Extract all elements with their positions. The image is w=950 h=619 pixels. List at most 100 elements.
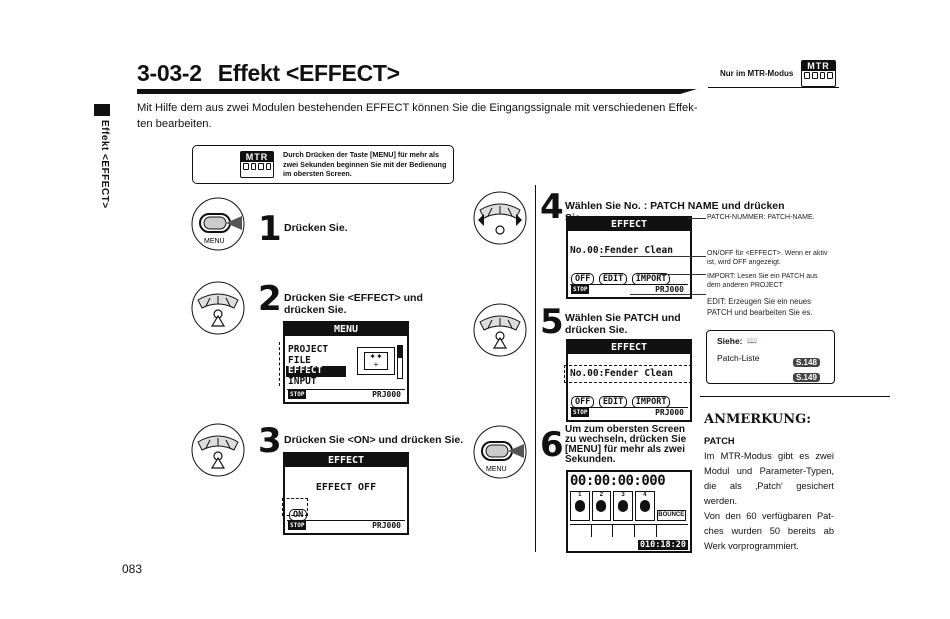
note-badge-tracks-icon <box>241 162 273 171</box>
track-meters: 1 2 3 4 BOUNCE <box>570 491 686 521</box>
step-1-text: Drücken Sie. <box>284 222 348 234</box>
stop-indicator: STOP <box>571 408 590 417</box>
step-3-number: 3 <box>258 421 282 461</box>
mtr-badge: MTR <box>801 60 836 87</box>
note-mtr-badge: MTR <box>240 151 274 178</box>
column-divider <box>535 185 536 552</box>
note-paragraph-1: Im MTR-Modus gibt es zwei Modul und Para… <box>704 451 834 506</box>
project-name: PRJ000 <box>372 521 401 530</box>
dial-press-icon <box>191 281 245 335</box>
menu-item-file: FILE <box>288 354 311 366</box>
annotation-import: IMPORT: Lesen Sie ein PATCH aus dem ande… <box>707 273 818 289</box>
note-box <box>192 145 454 184</box>
project-name: PRJ000 <box>655 408 684 417</box>
step-2-text: Drücken Sie <EFFECT> und drücken Sie. <box>284 292 423 316</box>
effect-off-title: EFFECT <box>285 454 407 467</box>
mode-rule <box>708 87 839 88</box>
menu-screen: MENU PROJECT FILE EFFECT INPUT ✦✦+ STOP … <box>283 321 409 404</box>
section-number: 3-03-2 <box>137 60 202 86</box>
note-rule <box>700 396 890 397</box>
menu-item-effect: EFFECT <box>286 365 346 377</box>
page-title: 3-03-2 Effekt <EFFECT> <box>137 60 400 87</box>
annotation-edit: EDIT: Erzeugen Sie ein neues PATCH und b… <box>707 297 813 317</box>
project-name: PRJ000 <box>372 390 401 399</box>
menu-key-icon: MENU <box>191 197 245 251</box>
menu-selection-bracket <box>279 342 284 386</box>
menu-list: PROJECT FILE EFFECT INPUT <box>286 344 346 387</box>
leader-patch-number <box>688 218 706 219</box>
bounce-label: BOUNCE <box>656 510 686 521</box>
book-icon: 📖 <box>747 336 757 345</box>
section-title: Effekt <EFFECT> <box>217 60 400 86</box>
dial-press-icon <box>473 303 527 357</box>
step-6-number: 6 <box>540 425 564 465</box>
track-1: 1 <box>570 491 590 521</box>
annotation-patch-number: PATCH-NUMMER: PATCH-NAME. <box>707 214 815 221</box>
step-3-text: Drücken Sie <ON> und drücken Sie. <box>284 434 464 446</box>
patch-name-display: No.00:Fender Clean <box>570 368 673 379</box>
step-4-number: 4 <box>540 187 564 227</box>
menu-key-label: MENU <box>204 238 225 245</box>
sidebar-label: Effekt <EFFECT> <box>99 120 110 209</box>
menu-item-project: PROJECT <box>288 344 329 355</box>
menu-key-label: MENU <box>486 466 507 473</box>
dial-turn-icon <box>473 191 527 245</box>
note-body: PATCH Im MTR-Modus gibt es zwei Modul un… <box>704 434 834 554</box>
track-lanes <box>570 524 688 537</box>
mtr-badge-text: MTR <box>802 61 835 71</box>
effect-patch-screen: EFFECT No.00:Fender Clean OFF EDIT IMPOR… <box>566 216 692 299</box>
stop-indicator: STOP <box>288 390 307 399</box>
track-3: 3 <box>613 491 633 521</box>
menu-screen-title: MENU <box>285 323 407 336</box>
effect-patch-screen: EFFECT No.00:Fender Clean OFF EDIT IMPOR… <box>566 339 692 422</box>
dial-press-icon <box>191 423 245 477</box>
bounce-area: BOUNCE <box>656 491 686 521</box>
note-paragraph-2: Von den 60 verfügbaren Pat-ches wurden 5… <box>704 511 834 551</box>
leader-import <box>660 274 706 275</box>
step-5-text: Wählen Sie PATCH und drücken Sie. <box>565 312 681 336</box>
step-1-number: 1 <box>258 209 282 249</box>
effect-patch-title: EFFECT <box>568 218 690 231</box>
menu-item-input: INPUT <box>288 375 317 387</box>
leader-onoff <box>600 256 706 257</box>
step-6-text: Um zum obersten Screen zu wechseln, drüc… <box>565 424 687 465</box>
counter-display: 00:00:00:000 <box>570 473 666 489</box>
see-also-ref-2[interactable]: S.149 <box>793 367 820 385</box>
see-also-title: Siehe: <box>717 336 743 346</box>
status-bar: STOP PRJ000 <box>287 389 405 400</box>
note-subtitle: PATCH <box>704 436 735 446</box>
effect-patch-title: EFFECT <box>568 341 690 354</box>
leader-edit <box>630 294 706 295</box>
note-badge-text: MTR <box>241 152 273 162</box>
see-also-box: Siehe: 📖 Patch-Liste S.148 S.149 <box>706 330 835 384</box>
menu-scrollbar <box>397 345 403 379</box>
mtr-badge-tracks-icon <box>802 71 835 80</box>
effect-off-screen: EFFECT EFFECT OFF ON STOP PRJ000 <box>283 452 409 535</box>
project-name: PRJ000 <box>655 285 684 294</box>
title-underline <box>137 89 697 94</box>
sidebar-marker <box>94 104 110 116</box>
step-2-number: 2 <box>258 279 282 319</box>
stop-indicator: STOP <box>288 521 307 530</box>
see-also-item: Patch-Liste <box>717 353 760 363</box>
status-bar: STOP PRJ000 <box>570 284 688 295</box>
note-heading: ANMERKUNG: <box>704 412 812 427</box>
time-display: 010:18:20 <box>637 540 688 550</box>
effect-preview-icon: ✦✦+ <box>357 347 395 375</box>
mode-label: Nur im MTR-Modus <box>720 69 794 78</box>
patch-name-display: No.00:Fender Clean <box>570 245 673 256</box>
effect-off-status: EFFECT OFF <box>315 482 377 493</box>
top-screen: 00:00:00:000 1 2 3 4 BOUNCE 010:18:20 <box>566 470 692 553</box>
note-text: Durch Drücken der Taste [MENU] für mehr … <box>283 150 447 178</box>
step-5-number: 5 <box>540 302 564 342</box>
on-selection-frame <box>282 498 308 516</box>
status-bar: STOP PRJ000 <box>570 407 688 418</box>
intro-text: Mit Hilfe dem aus zwei Modulen bestehend… <box>137 102 698 130</box>
status-bar: STOP PRJ000 <box>287 520 405 531</box>
see-also-ref-1[interactable]: S.148 <box>793 352 820 370</box>
patch-selection-frame <box>564 365 692 383</box>
track-2: 2 <box>591 491 612 521</box>
stop-indicator: STOP <box>571 285 590 294</box>
track-4: 4 <box>634 491 655 521</box>
menu-key-icon: MENU <box>473 425 527 479</box>
